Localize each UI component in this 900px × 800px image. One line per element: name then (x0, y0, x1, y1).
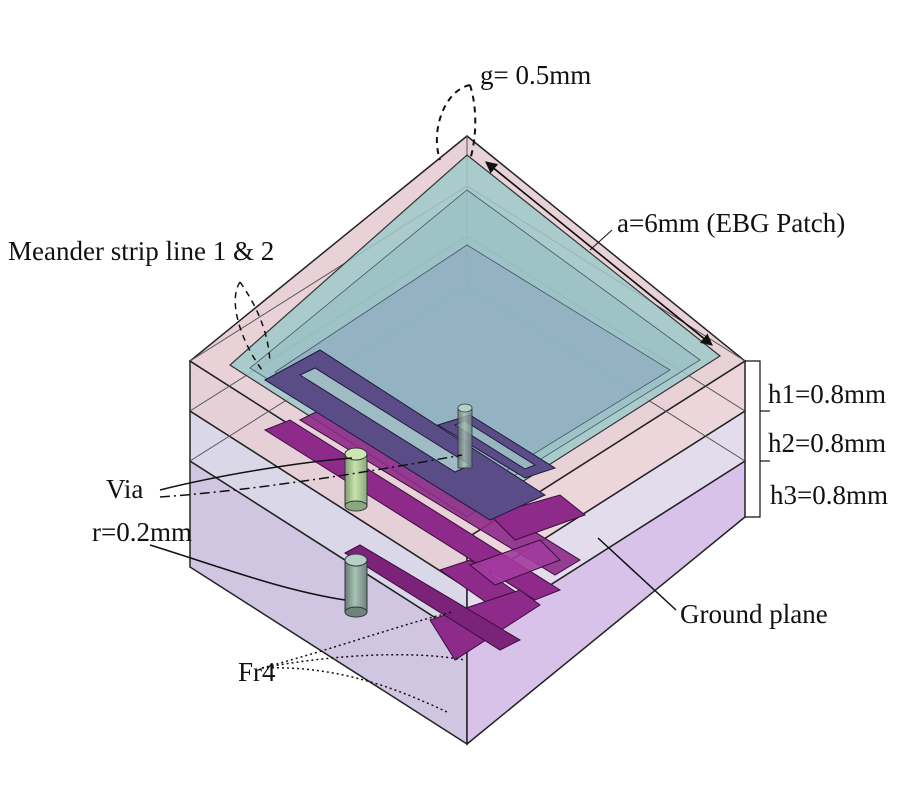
gap-label: g= 0.5mm (480, 60, 592, 90)
via-lower (344, 553, 368, 618)
gap-indicator (435, 84, 477, 161)
meander-label: Meander strip line 1 & 2 (8, 236, 275, 266)
via-upper (344, 447, 368, 512)
via-small (457, 403, 473, 469)
ground-plane-label: Ground plane (680, 599, 828, 629)
h3-label: h3=0.8mm (770, 480, 888, 510)
patch-dimension-arrow (485, 161, 713, 346)
via-radius-label: r=0.2mm (92, 517, 192, 547)
h2-label: h2=0.8mm (768, 428, 886, 458)
thickness-bracket (745, 360, 770, 518)
leader-lines (149, 281, 677, 713)
h1-label: h1=0.8mm (768, 379, 886, 409)
via-label: Via (106, 474, 144, 504)
patch-size-label: a=6mm (EBG Patch) (617, 208, 846, 238)
substrate-label: Fr4 (238, 657, 276, 687)
